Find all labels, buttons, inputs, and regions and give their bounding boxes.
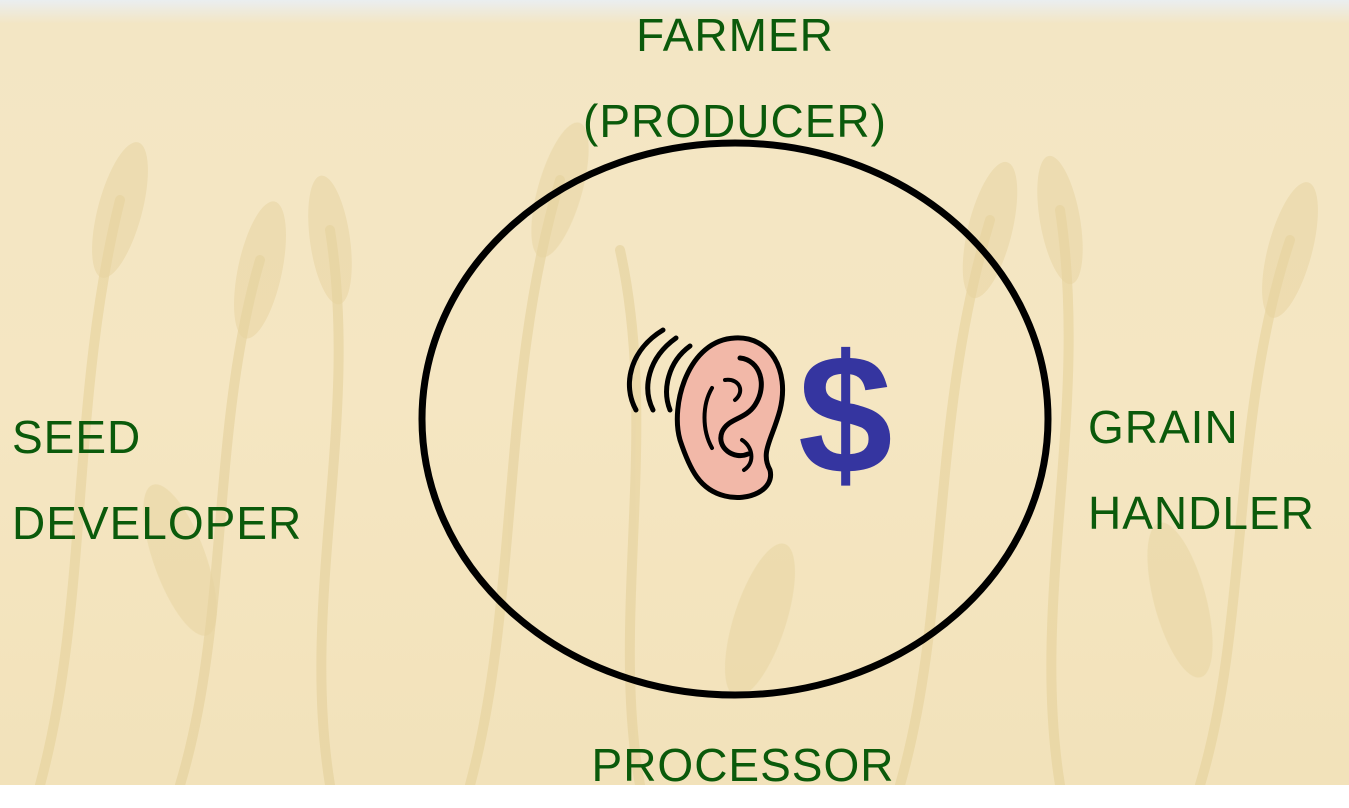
label-grain-handler: GRAIN HANDLER: [1088, 384, 1315, 556]
label-processor: PROCESSOR: [578, 722, 908, 808]
label-line: HANDLER: [1088, 487, 1315, 539]
label-line: DEVELOPER: [12, 497, 303, 549]
label-seed-developer: SEED DEVELOPER: [12, 394, 302, 566]
label-farmer-producer: FARMER (PRODUCER): [565, 0, 905, 164]
diagram-canvas: [418, 139, 1052, 699]
label-line: (PRODUCER): [583, 95, 887, 147]
dollar-icon: $: [798, 320, 893, 510]
label-line: SEED: [12, 411, 142, 463]
label-line: GRAIN: [1088, 401, 1239, 453]
label-line: PROCESSOR: [591, 739, 895, 791]
wheat-field-background: [0, 0, 1349, 785]
central-circle: [418, 139, 1052, 699]
label-line: FARMER: [636, 9, 834, 61]
ear-icon: [627, 327, 786, 500]
